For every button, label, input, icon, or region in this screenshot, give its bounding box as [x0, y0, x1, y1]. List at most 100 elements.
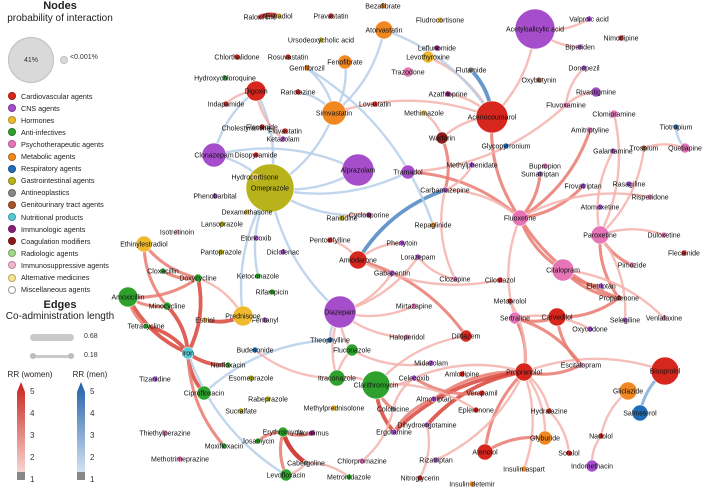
- drug-node[interactable]: [330, 404, 338, 412]
- drug-node[interactable]: [403, 333, 411, 341]
- drug-node[interactable]: [580, 64, 588, 72]
- drug-node[interactable]: [441, 186, 449, 194]
- drug-node[interactable]: [341, 153, 375, 187]
- drug-node[interactable]: [323, 295, 357, 329]
- drug-node[interactable]: [436, 16, 444, 24]
- drug-node[interactable]: [551, 258, 575, 282]
- drug-node[interactable]: [264, 395, 272, 403]
- drug-node[interactable]: [537, 430, 553, 446]
- drug-node[interactable]: [430, 395, 438, 403]
- drug-node[interactable]: [590, 86, 602, 98]
- drug-node[interactable]: [646, 193, 654, 201]
- drug-node[interactable]: [243, 208, 251, 216]
- drug-node[interactable]: [358, 457, 366, 465]
- drug-node[interactable]: [220, 442, 228, 450]
- drug-node[interactable]: [338, 214, 346, 222]
- drug-node[interactable]: [173, 228, 181, 236]
- drug-node[interactable]: [590, 225, 610, 245]
- drug-node[interactable]: [451, 275, 459, 283]
- drug-node[interactable]: [232, 305, 254, 327]
- drug-node[interactable]: [565, 449, 573, 457]
- drug-node[interactable]: [410, 302, 418, 310]
- drug-node[interactable]: [201, 316, 209, 324]
- drug-node[interactable]: [201, 142, 227, 168]
- drug-node[interactable]: [562, 101, 570, 109]
- drug-node[interactable]: [621, 316, 629, 324]
- drug-node[interactable]: [390, 428, 398, 436]
- drug-node[interactable]: [388, 269, 396, 277]
- drug-node[interactable]: [541, 162, 549, 170]
- drug-node[interactable]: [389, 405, 397, 413]
- drug-node[interactable]: [233, 53, 241, 61]
- drug-node[interactable]: [218, 220, 226, 228]
- drug-node[interactable]: [650, 356, 680, 386]
- drug-node[interactable]: [162, 301, 172, 311]
- drug-node[interactable]: [410, 374, 418, 382]
- drug-node[interactable]: [224, 361, 232, 369]
- drug-node[interactable]: [511, 209, 529, 227]
- drug-node[interactable]: [361, 370, 391, 400]
- drug-node[interactable]: [444, 90, 452, 98]
- drug-node[interactable]: [217, 248, 225, 256]
- drug-node[interactable]: [279, 468, 293, 482]
- drug-node[interactable]: [597, 282, 605, 290]
- drug-node[interactable]: [317, 36, 325, 44]
- drug-node[interactable]: [672, 123, 680, 131]
- drug-node[interactable]: [151, 375, 159, 383]
- drug-node[interactable]: [245, 80, 267, 102]
- drug-node[interactable]: [586, 126, 594, 134]
- drug-node[interactable]: [631, 404, 649, 422]
- drug-node[interactable]: [625, 180, 633, 188]
- drug-node[interactable]: [222, 100, 230, 108]
- drug-node[interactable]: [398, 239, 406, 247]
- drug-node[interactable]: [617, 34, 625, 42]
- drug-node[interactable]: [279, 135, 287, 143]
- drug-node[interactable]: [535, 76, 543, 84]
- drug-node[interactable]: [337, 54, 353, 70]
- drug-node[interactable]: [247, 374, 255, 382]
- drug-node[interactable]: [545, 407, 553, 415]
- drug-node[interactable]: [628, 261, 636, 269]
- drug-node[interactable]: [421, 50, 435, 64]
- drug-node[interactable]: [514, 8, 556, 50]
- drug-node[interactable]: [345, 473, 353, 481]
- drug-node[interactable]: [585, 459, 599, 473]
- drug-node[interactable]: [345, 343, 359, 357]
- drug-node[interactable]: [467, 66, 475, 74]
- drug-node[interactable]: [458, 370, 466, 378]
- drug-node[interactable]: [496, 276, 504, 284]
- drug-node[interactable]: [268, 288, 276, 296]
- drug-node[interactable]: [193, 273, 203, 283]
- drug-node[interactable]: [478, 389, 486, 397]
- drug-node[interactable]: [251, 173, 259, 181]
- drug-node[interactable]: [400, 164, 416, 180]
- drug-node[interactable]: [348, 250, 368, 270]
- drug-node[interactable]: [476, 443, 494, 461]
- drug-node[interactable]: [211, 192, 219, 200]
- drug-node[interactable]: [365, 211, 373, 219]
- drug-node[interactable]: [258, 123, 266, 131]
- drug-node[interactable]: [679, 142, 691, 154]
- drug-node[interactable]: [618, 381, 638, 401]
- drug-node[interactable]: [374, 20, 394, 40]
- drug-node[interactable]: [433, 44, 441, 52]
- drug-node[interactable]: [459, 329, 473, 343]
- drug-node[interactable]: [536, 170, 544, 178]
- drug-node[interactable]: [251, 346, 259, 354]
- drug-node[interactable]: [596, 203, 604, 211]
- drug-node[interactable]: [308, 429, 316, 437]
- drug-node[interactable]: [196, 385, 212, 401]
- drug-node[interactable]: [326, 236, 334, 244]
- drug-node[interactable]: [615, 294, 623, 302]
- drug-node[interactable]: [435, 131, 449, 145]
- drug-node[interactable]: [303, 64, 311, 72]
- drug-node[interactable]: [423, 421, 431, 429]
- drug-node[interactable]: [577, 361, 585, 369]
- drug-node[interactable]: [135, 235, 153, 253]
- drug-node[interactable]: [371, 100, 379, 108]
- drug-node[interactable]: [328, 369, 346, 387]
- drug-node[interactable]: [609, 109, 619, 119]
- drug-node[interactable]: [586, 325, 594, 333]
- drug-node[interactable]: [514, 362, 534, 382]
- drug-node[interactable]: [142, 322, 150, 330]
